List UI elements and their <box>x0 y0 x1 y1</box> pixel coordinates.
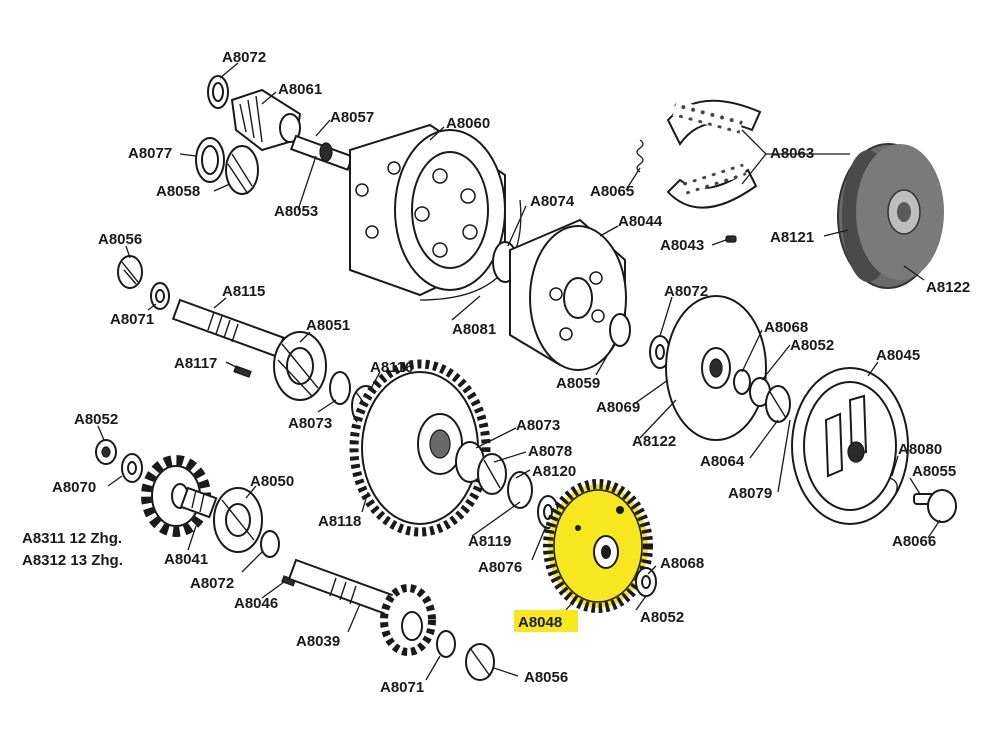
label-a8077: A8077 <box>128 145 172 162</box>
part-a8055-a8066-button <box>913 489 957 523</box>
part-a8058-bearing <box>225 145 259 195</box>
part-a8118-large-gear <box>349 359 491 537</box>
label-a8041: A8041 <box>164 551 208 568</box>
part-a8057-shaft <box>289 134 354 171</box>
part-labels: A8072 A8061 A8057 A8060 A8077 A8058 A805… <box>22 49 970 696</box>
part-a8117-key <box>233 365 252 378</box>
part-a8077-ring <box>195 137 225 183</box>
label-a8069: A8069 <box>596 399 640 416</box>
label-a8063: A8063 <box>770 145 814 162</box>
part-a8069-disc <box>665 295 767 441</box>
label-a8080: A8080 <box>898 441 942 458</box>
label-a8121: A8121 <box>770 229 814 246</box>
label-a8052-left: A8052 <box>74 411 118 428</box>
label-a8119: A8119 <box>468 533 511 550</box>
label-a8117: A8117 <box>174 355 217 372</box>
label-a8048: A8048 <box>518 614 562 631</box>
label-a8120: A8120 <box>532 463 576 480</box>
part-a8063-brake-shoes <box>666 99 762 209</box>
part-a8072-top-washer <box>207 75 229 109</box>
label-a8044: A8044 <box>618 213 663 230</box>
part-a8071-low-washer <box>436 630 456 658</box>
label-a8081: A8081 <box>452 321 496 338</box>
label-a8118: A8118 <box>318 513 361 530</box>
label-a8312: A8312 13 Zhg. <box>22 552 123 569</box>
highlight-badge <box>514 610 578 632</box>
part-a8039-shaft <box>287 558 436 656</box>
label-a8045: A8045 <box>876 347 920 364</box>
label-a8039: A8039 <box>296 633 340 650</box>
label-a8051: A8051 <box>306 317 350 334</box>
label-a8043: A8043 <box>660 237 704 254</box>
label-a8070: A8070 <box>52 479 96 496</box>
part-a8041-sleeve <box>179 486 218 519</box>
label-a8065: A8065 <box>590 183 634 200</box>
label-a8052-mid: A8052 <box>790 337 834 354</box>
label-a8311: A8311 12 Zhg. <box>22 530 122 547</box>
part-a8045-clutch-cover <box>791 367 909 525</box>
part-a8072-mid-washer <box>649 335 671 369</box>
label-a8122-right: A8122 <box>926 279 970 296</box>
label-a8072-low: A8072 <box>190 575 234 592</box>
part-a8065-spring <box>636 139 644 173</box>
label-a8064: A8064 <box>700 453 745 470</box>
part-a8061-pinion <box>230 88 302 152</box>
part-a8052-left-nut <box>95 439 117 465</box>
label-a8115: A8115 <box>222 283 265 300</box>
label-a8072-top: A8072 <box>222 49 266 66</box>
label-a8059: A8059 <box>556 375 600 392</box>
label-a8050: A8050 <box>250 473 294 490</box>
label-a8116: A8116 <box>370 359 413 376</box>
label-a8055: A8055 <box>912 463 956 480</box>
label-a8071-low: A8071 <box>380 679 424 696</box>
label-a8073-mid: A8073 <box>516 417 560 434</box>
part-a8056-low-bearing <box>465 643 495 681</box>
label-a8046: A8046 <box>234 595 278 612</box>
label-a8057: A8057 <box>330 109 374 126</box>
label-a8071-top: A8071 <box>110 311 154 328</box>
part-a8051-bearing <box>273 331 327 401</box>
part-a8050-bearing <box>213 487 263 553</box>
part-a8068-a8052-mid <box>733 369 791 423</box>
part-a8060-clutch-drum <box>349 123 506 297</box>
part-a8072-low-washer <box>260 530 280 558</box>
leader-lines <box>97 62 941 681</box>
part-a8044-clutch-basket <box>509 218 627 371</box>
label-a8058: A8058 <box>156 183 200 200</box>
label-a8056-low: A8056 <box>524 669 568 686</box>
part-a8080-clip <box>889 477 898 493</box>
part-a8071-top-washer <box>150 282 170 310</box>
part-a8043-pin <box>725 235 737 243</box>
label-a8072-mid: A8072 <box>664 283 708 300</box>
label-a8056-top: A8056 <box>98 231 142 248</box>
part-a8048-highlighted-gear <box>543 479 653 613</box>
part-a8121-brake-plate <box>837 143 944 289</box>
label-a8066: A8066 <box>892 533 936 550</box>
part-a8115-shaft <box>171 298 285 358</box>
label-a8073-left: A8073 <box>288 415 332 432</box>
part-a8078-a8120-bearings <box>455 441 533 509</box>
part-a8068-low-nut <box>635 567 657 597</box>
label-a8076: A8076 <box>478 559 522 576</box>
part-a8070-washer <box>121 453 143 483</box>
label-a8068-low: A8068 <box>660 555 704 572</box>
part-a8056-top-bearing <box>117 255 143 289</box>
label-a8074: A8074 <box>530 193 575 210</box>
label-a8052-low: A8052 <box>640 609 684 626</box>
part-a8073-left-washer <box>329 371 351 405</box>
label-a8068-top: A8068 <box>764 319 808 336</box>
label-a8078: A8078 <box>528 443 572 460</box>
label-a8079: A8079 <box>728 485 772 502</box>
label-a8122-mid: A8122 <box>632 433 676 450</box>
label-a8061: A8061 <box>278 81 322 98</box>
label-a8060: A8060 <box>446 115 490 132</box>
part-a8059-ring <box>609 313 631 347</box>
label-a8053: A8053 <box>274 203 318 220</box>
